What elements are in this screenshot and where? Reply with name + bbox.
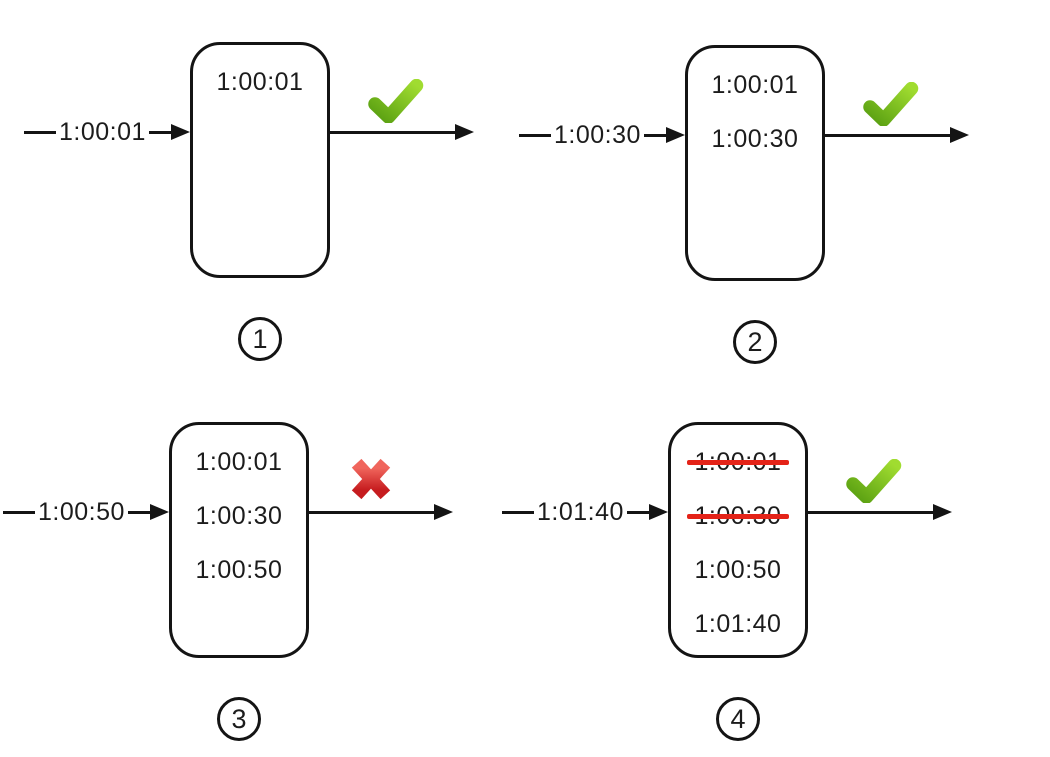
step-number: 3 [231,703,247,734]
request-log-box: 1:00:01 1:00:30 1:00:50 1:01:40 [668,422,808,658]
check-icon [846,459,902,503]
timestamp-entry: 1:00:30 [688,112,822,166]
timestamp-entry: 1:00:50 [172,543,306,597]
arrow-shaft [626,510,649,514]
arrow-shaft [643,133,666,137]
line-segment [24,130,56,134]
outgoing-arrow [807,496,952,528]
arrowhead-icon [649,504,668,520]
arrow-shaft [127,510,150,514]
arrow-shaft [148,130,171,134]
panel-step-2: 1:00:30 1:00:01 1:00:30 2 [519,45,977,380]
arrowhead-icon [434,504,453,520]
outgoing-arrow [824,119,969,151]
timestamp-entries: 1:00:01 [193,45,327,109]
cross-icon [351,458,391,500]
request-time-label: 1:00:01 [59,117,146,146]
arrow-shaft [308,510,434,514]
arrow-shaft [807,510,933,514]
request-log-box: 1:00:01 1:00:30 [685,45,825,281]
panel-step-4: 1:01:40 1:00:01 1:00:30 1:00:50 1:01:40 4 [502,422,960,757]
incoming-request: 1:00:01 [24,116,190,148]
timestamp-text: 1:00:01 [195,447,283,476]
step-number-badge: 4 [716,697,760,741]
arrowhead-icon [666,127,685,143]
timestamp-text: 1:00:50 [195,555,283,584]
timestamp-entries: 1:00:01 1:00:30 1:00:50 1:01:40 [671,425,805,651]
outgoing-arrow [329,116,474,148]
timestamp-entry: 1:00:30 [172,489,306,543]
panel-step-3: 1:00:50 1:00:01 1:00:30 1:00:50 3 [3,422,461,757]
timestamp-text: 1:00:30 [686,501,790,530]
incoming-request: 1:00:50 [3,496,169,528]
step-number: 1 [252,323,268,354]
arrow-shaft [329,130,455,134]
timestamp-text: 1:00:30 [711,124,799,153]
timestamp-entries: 1:00:01 1:00:30 [688,48,822,166]
panel-step-1: 1:00:01 1:00:01 1 [24,42,482,377]
timestamp-text: 1:01:40 [694,609,782,638]
timestamp-entry: 1:00:01 [688,58,822,112]
timestamp-entry: 1:00:01 [193,55,327,109]
incoming-request: 1:00:30 [519,119,685,151]
timestamp-entries: 1:00:01 1:00:30 1:00:50 [172,425,306,597]
check-icon [863,82,919,126]
timestamp-text: 1:00:01 [711,70,799,99]
arrowhead-icon [455,124,474,140]
timestamp-entry: 1:01:40 [671,597,805,651]
timestamp-entry: 1:00:01 [172,435,306,489]
arrow-shaft [824,133,950,137]
line-segment [502,510,534,514]
timestamp-entry: 1:00:50 [671,543,805,597]
outgoing-arrow [308,496,453,528]
line-segment [519,133,551,137]
line-segment [3,510,35,514]
timestamp-text: 1:00:30 [195,501,283,530]
arrowhead-icon [171,124,190,140]
step-number-badge: 1 [238,317,282,361]
step-number-badge: 3 [217,697,261,741]
timestamp-entry-struck: 1:00:30 [671,489,805,543]
incoming-request: 1:01:40 [502,496,668,528]
timestamp-text: 1:00:01 [686,447,790,476]
timestamp-entry-struck: 1:00:01 [671,435,805,489]
request-log-box: 1:00:01 [190,42,330,278]
request-log-box: 1:00:01 1:00:30 1:00:50 [169,422,309,658]
step-number: 4 [730,703,746,734]
arrowhead-icon [950,127,969,143]
request-time-label: 1:00:50 [38,497,125,526]
timestamp-text: 1:00:50 [694,555,782,584]
step-number-badge: 2 [733,320,777,364]
arrowhead-icon [933,504,952,520]
timestamp-text: 1:00:01 [216,67,304,96]
check-icon [368,79,424,123]
request-time-label: 1:01:40 [537,497,624,526]
request-time-label: 1:00:30 [554,120,641,149]
step-number: 2 [747,326,763,357]
arrowhead-icon [150,504,169,520]
